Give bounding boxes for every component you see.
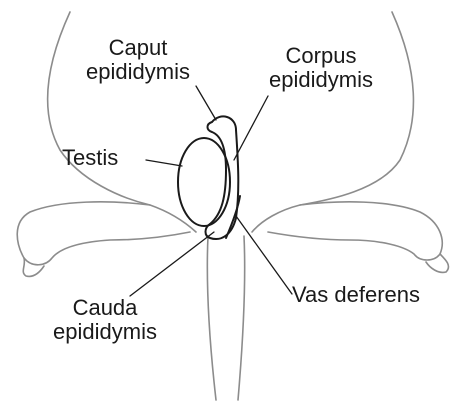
cauda-leader-line bbox=[130, 232, 214, 296]
testis-shape bbox=[178, 138, 230, 226]
caput-leader-line bbox=[196, 86, 216, 120]
label-cauda-line1: Cauda bbox=[30, 296, 180, 320]
right-leg-outline bbox=[268, 202, 442, 260]
label-corpus-line1: Corpus bbox=[246, 44, 396, 68]
label-corpus-epididymis: Corpus epididymis bbox=[246, 44, 396, 92]
label-testis: Testis bbox=[62, 146, 152, 170]
label-vas-deferens-text: Vas deferens bbox=[292, 283, 462, 307]
label-caput-epididymis: Caput epididymis bbox=[68, 36, 208, 84]
label-caput-line1: Caput bbox=[68, 36, 208, 60]
corpus-leader-line bbox=[234, 96, 268, 160]
label-corpus-line2: epididymis bbox=[246, 68, 396, 92]
label-cauda-line2: epididymis bbox=[30, 320, 180, 344]
label-caput-line2: epididymis bbox=[68, 60, 208, 84]
tail-outline-right bbox=[238, 236, 245, 400]
label-cauda-epididymis: Cauda epididymis bbox=[30, 296, 180, 344]
label-vas-deferens: Vas deferens bbox=[292, 283, 462, 307]
tail-outline-left bbox=[207, 236, 216, 400]
label-testis-text: Testis bbox=[62, 146, 152, 170]
